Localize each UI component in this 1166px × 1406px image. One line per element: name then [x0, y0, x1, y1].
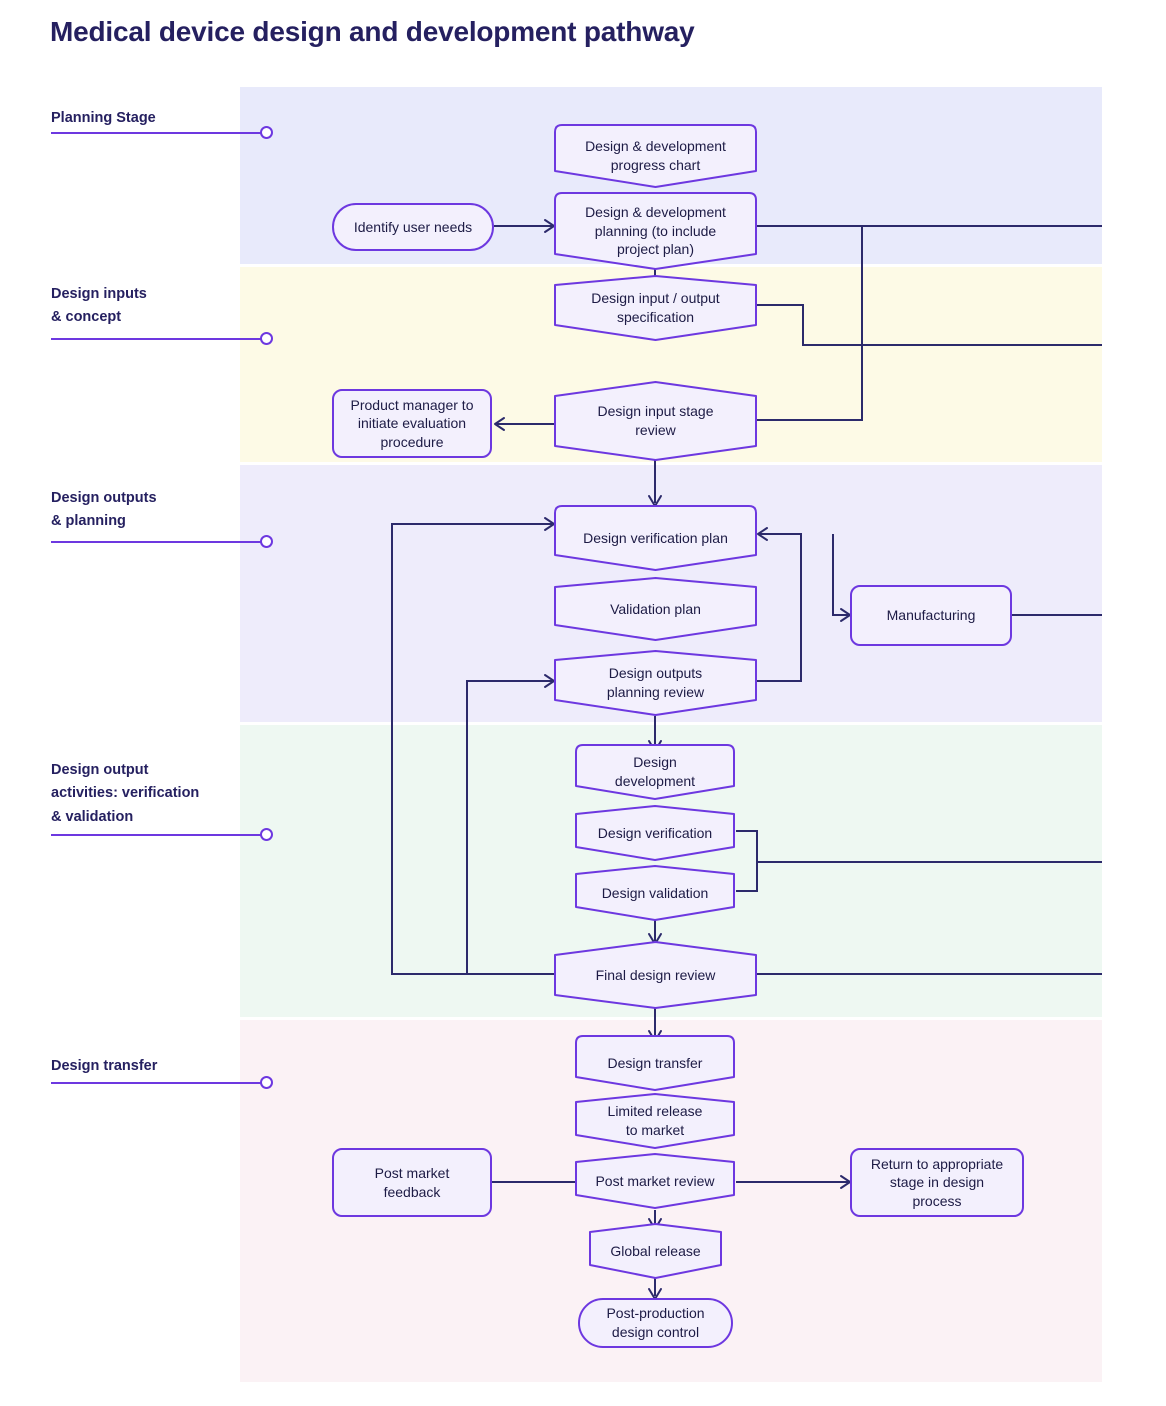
- chevron-shape: [575, 1093, 735, 1149]
- page-title: Medical device design and development pa…: [50, 16, 695, 47]
- node-post-market-review-label: Post market review: [595, 1172, 715, 1189]
- chevron-shape: [554, 505, 757, 571]
- node-post-market-review[interactable]: Post market review: [575, 1153, 735, 1209]
- node-progress-chart[interactable]: Design & development progress chart: [554, 124, 757, 188]
- node-design-development-label: Design development: [614, 754, 696, 789]
- stage-label-inputs-line1: Design inputs: [51, 286, 147, 302]
- node-final-design-review[interactable]: Final design review: [554, 941, 757, 1009]
- stage-label-outputs-line1: Design outputs: [51, 490, 157, 506]
- node-input-stage-review-label: Design input stage review: [597, 403, 714, 438]
- node-product-manager[interactable]: Product manager to initiate evaluation p…: [332, 389, 492, 458]
- stage-label-activities-line2: activities: verification: [51, 785, 200, 802]
- node-validation-plan-label: Validation plan: [610, 600, 701, 617]
- node-validation-plan[interactable]: Validation plan: [554, 577, 757, 641]
- chevron-shape: [554, 192, 757, 270]
- node-io-spec-label: Design input / output specification: [591, 290, 720, 325]
- stage-label-outputs: Design outputs & planning: [51, 487, 241, 534]
- node-manufacturing-label: Manufacturing: [886, 607, 976, 624]
- chevron-shape: [554, 650, 757, 716]
- wire-input-review-riser: [757, 226, 863, 421]
- stage-label-activities-line3: & validation: [51, 808, 134, 825]
- stage-label-activities: Design output activities: verification &…: [51, 759, 251, 829]
- node-dd-planning-label: Design & development planning (to includ…: [585, 204, 726, 258]
- node-verification-plan[interactable]: Design verification plan: [554, 505, 757, 571]
- node-input-stage-review[interactable]: Design input stage review: [554, 381, 757, 461]
- chevron-shape: [554, 124, 757, 188]
- leader-line-transfer: [51, 1082, 266, 1084]
- chevron-shape: [554, 275, 757, 341]
- leader-dot-outputs: [260, 535, 273, 548]
- hexagon-shape: [554, 941, 757, 1009]
- wire-branch-to-manufacturing: [832, 534, 848, 616]
- leader-dot-transfer: [260, 1076, 273, 1089]
- arrowhead-outputs-review-to-verification: [757, 527, 768, 541]
- chevron-shape: [575, 1035, 735, 1091]
- chevron-shape: [575, 744, 735, 800]
- stage-label-inputs: Design inputs & concept: [51, 283, 241, 330]
- wire-verification-validation-merge: [736, 830, 758, 892]
- leader-line-outputs: [51, 541, 266, 543]
- leader-line-planning: [51, 132, 266, 134]
- chevron-shape: [554, 577, 757, 641]
- stage-label-planning: Planning Stage: [51, 107, 241, 130]
- leader-dot-planning: [260, 126, 273, 139]
- node-verification-plan-label: Design verification plan: [583, 529, 728, 546]
- node-product-manager-label: Product manager to initiate evaluation p…: [350, 396, 474, 450]
- chevron-shape: [589, 1223, 722, 1279]
- node-post-production[interactable]: Post-production design control: [578, 1298, 733, 1348]
- leader-line-inputs: [51, 338, 266, 340]
- stage-label-outputs-line2: & planning: [51, 513, 126, 530]
- node-design-development[interactable]: Design development: [575, 744, 735, 800]
- stage-label-transfer-line1: Design transfer: [51, 1058, 158, 1074]
- node-manufacturing[interactable]: Manufacturing: [850, 585, 1012, 646]
- node-outputs-planning-review-label: Design outputs planning review: [606, 665, 705, 700]
- leader-line-activities: [51, 834, 266, 836]
- node-global-release-label: Global release: [610, 1242, 701, 1259]
- leader-dot-inputs: [260, 332, 273, 345]
- node-io-spec[interactable]: Design input / output specification: [554, 275, 757, 341]
- node-post-market-feedback-label: Post market feedback: [374, 1164, 450, 1200]
- stage-label-planning-line1: Planning Stage: [51, 110, 156, 126]
- node-progress-chart-label: Design & development progress chart: [585, 138, 726, 173]
- node-final-design-review-label: Final design review: [595, 966, 716, 983]
- node-design-validation-label: Design validation: [601, 884, 709, 901]
- node-design-verification[interactable]: Design verification: [575, 805, 735, 861]
- node-post-market-feedback[interactable]: Post market feedback: [332, 1148, 492, 1217]
- stage-label-transfer: Design transfer: [51, 1055, 241, 1078]
- chevron-shape: [575, 1153, 735, 1209]
- node-limited-release-label: Limited release to market: [607, 1103, 703, 1138]
- node-design-transfer-label: Design transfer: [607, 1054, 703, 1071]
- leader-dot-activities: [260, 828, 273, 841]
- arrowhead-input-review-to-pm: [494, 417, 505, 431]
- node-design-validation[interactable]: Design validation: [575, 865, 735, 921]
- node-limited-release[interactable]: Limited release to market: [575, 1093, 735, 1149]
- stage-label-inputs-line2: & concept: [51, 309, 122, 326]
- wire-outputs-review-to-verification: [757, 533, 802, 682]
- node-identify-user-needs[interactable]: Identify user needs: [332, 203, 494, 251]
- node-dd-planning[interactable]: Design & development planning (to includ…: [554, 192, 757, 270]
- node-outputs-planning-review[interactable]: Design outputs planning review: [554, 650, 757, 716]
- hexagon-shape: [554, 381, 757, 461]
- node-post-production-label: Post-production design control: [606, 1305, 705, 1340]
- chevron-shape: [575, 805, 735, 861]
- node-design-verification-label: Design verification: [597, 824, 713, 841]
- node-return-to-stage[interactable]: Return to appropriate stage in design pr…: [850, 1148, 1024, 1217]
- wire-iospec-to-right: [757, 304, 1102, 346]
- chevron-shape: [575, 865, 735, 921]
- node-global-release[interactable]: Global release: [589, 1223, 722, 1279]
- stage-label-activities-line1: Design output: [51, 762, 149, 778]
- node-design-transfer[interactable]: Design transfer: [575, 1035, 735, 1091]
- node-identify-user-needs-label: Identify user needs: [353, 218, 473, 235]
- wire-final-review-loop-outputs: [466, 680, 552, 974]
- node-return-to-stage-label: Return to appropriate stage in design pr…: [870, 1155, 1004, 1209]
